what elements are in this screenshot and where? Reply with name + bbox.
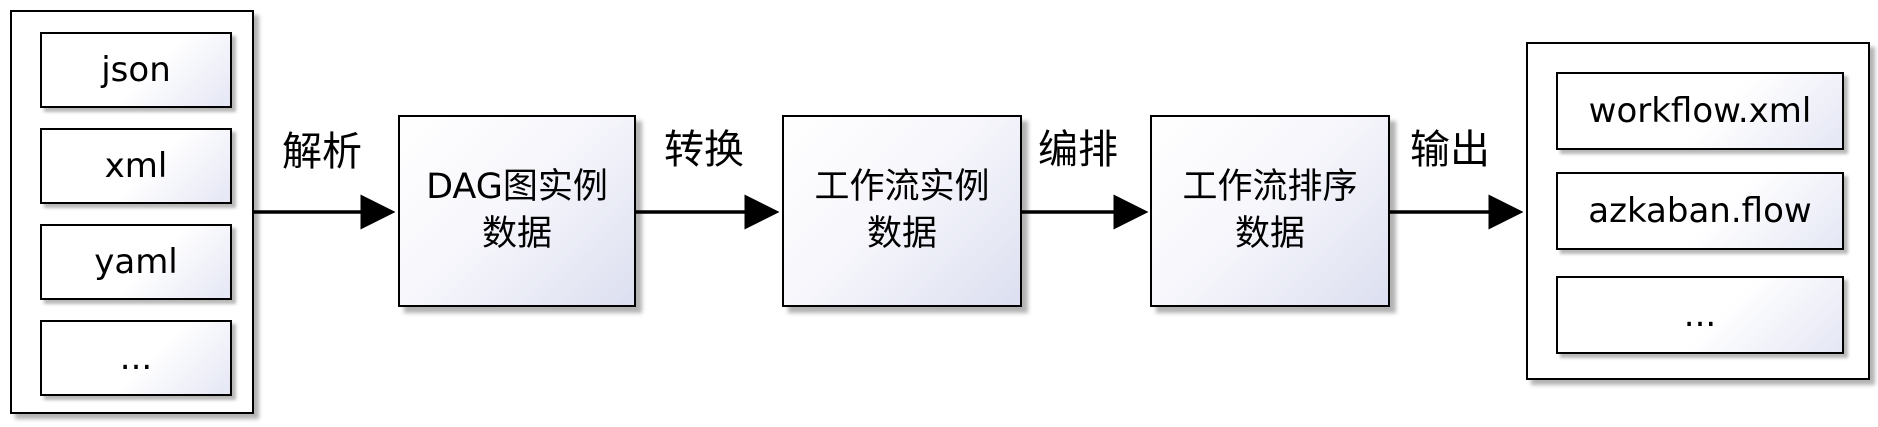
input-format-xml: xml bbox=[40, 128, 232, 204]
input-format-more: ... bbox=[40, 320, 232, 396]
input-format-label: xml bbox=[104, 146, 168, 186]
input-format-label: yaml bbox=[94, 242, 178, 282]
output-format-more: ... bbox=[1556, 276, 1844, 354]
input-format-yaml: yaml bbox=[40, 224, 232, 300]
node-workflow-sort-data: 工作流排序 数据 bbox=[1150, 115, 1390, 307]
edge-label-convert: 转换 bbox=[664, 127, 744, 173]
output-formats-container: workflow.xml azkaban.flow ... bbox=[1526, 42, 1870, 380]
edge-label-output: 输出 bbox=[1410, 127, 1490, 173]
input-formats-container: json xml yaml ... bbox=[10, 10, 254, 414]
input-format-label: ... bbox=[119, 338, 153, 378]
input-format-label: json bbox=[101, 50, 171, 90]
node-line2: 数据 bbox=[1234, 214, 1305, 254]
node-line1: 工作流排序 bbox=[1182, 166, 1358, 207]
edge-label-orchestrate: 编排 bbox=[1038, 127, 1118, 173]
output-format-label: azkaban.flow bbox=[1588, 191, 1812, 231]
node-line2: 数据 bbox=[866, 214, 937, 254]
output-format-label: ... bbox=[1683, 295, 1717, 335]
node-line2: 数据 bbox=[481, 214, 552, 254]
output-format-label: workflow.xml bbox=[1588, 91, 1812, 131]
node-dag-instance-data: DAG图实例 数据 bbox=[398, 115, 636, 307]
node-workflow-instance-data: 工作流实例 数据 bbox=[782, 115, 1022, 307]
node-line1: DAG图实例 bbox=[426, 166, 608, 207]
edge-label-parse: 解析 bbox=[282, 129, 362, 175]
input-format-json: json bbox=[40, 32, 232, 108]
output-format-workflow-xml: workflow.xml bbox=[1556, 72, 1844, 150]
node-line1: 工作流实例 bbox=[814, 166, 990, 207]
output-format-azkaban-flow: azkaban.flow bbox=[1556, 172, 1844, 250]
